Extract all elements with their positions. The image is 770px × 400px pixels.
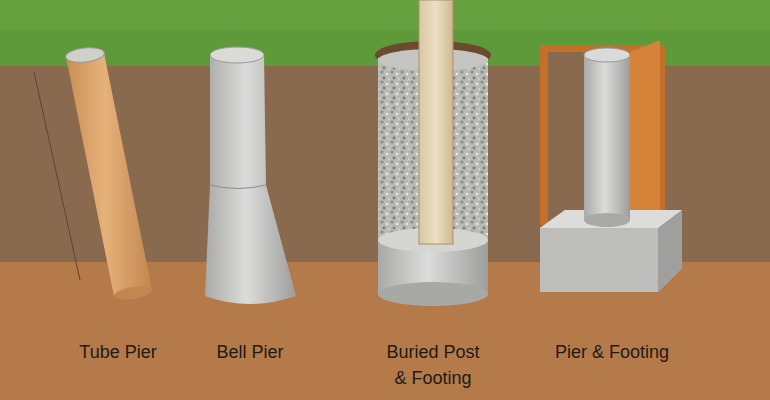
foundation-label: Bell Pier bbox=[175, 339, 325, 365]
foundation-label: Tube Pier bbox=[43, 339, 193, 365]
bell-pier bbox=[205, 47, 296, 304]
guide-line bbox=[34, 72, 80, 280]
foundation-label: Pier & Footing bbox=[527, 339, 697, 365]
buried-post bbox=[375, 0, 491, 306]
pier-and-footing bbox=[540, 40, 682, 292]
foundation-label: Buried Post & Footing bbox=[381, 339, 486, 391]
grass-shade bbox=[0, 0, 770, 30]
tube-pier bbox=[65, 46, 153, 302]
